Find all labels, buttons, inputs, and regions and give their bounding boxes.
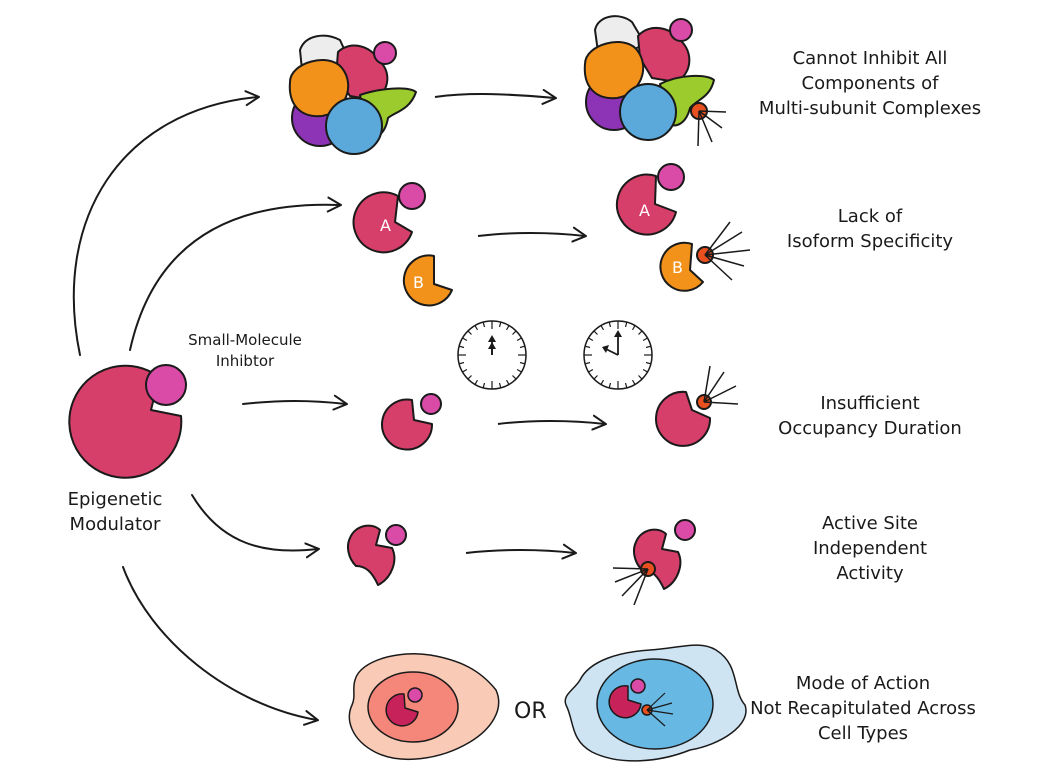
occupancy-after — [655, 365, 739, 447]
clock-tick — [645, 345, 651, 349]
isoform-b-label-after: B — [672, 258, 683, 277]
outcome-text: Mode of Action — [795, 673, 931, 694]
clock-icon — [457, 320, 527, 390]
cell-type-two — [564, 644, 747, 762]
clock-tick — [588, 368, 594, 373]
outcome-label-isoforms: Lack of Isoform Specificity — [740, 204, 1000, 254]
outcome-label-occupancy: Insufficient Occupancy Duration — [740, 391, 1000, 441]
source-label-line2: Modulator — [69, 514, 161, 535]
clock-tick — [519, 361, 525, 365]
arrow-complex — [434, 88, 557, 105]
source-label: Epigenetic Modulator — [45, 487, 185, 537]
clock-tick — [631, 379, 636, 385]
clock-tick — [467, 330, 472, 335]
clock-tick — [474, 325, 479, 331]
clock-tick — [638, 375, 643, 380]
clock-tick — [474, 379, 479, 385]
outcome-text: Activity — [836, 563, 904, 584]
clock-tick — [588, 337, 594, 342]
outcome-label-active-site: Active Site Independent Activity — [740, 511, 1000, 586]
clock-tick — [600, 325, 605, 331]
clock-tick — [624, 322, 628, 328]
or-label: OR — [514, 699, 547, 724]
isoform-b-label: B — [413, 273, 424, 292]
clock-tick — [642, 368, 648, 373]
isoform-before — [352, 182, 453, 307]
occupancy-before — [381, 393, 442, 451]
isoform-after — [615, 163, 751, 292]
clock-tick — [585, 345, 591, 349]
outcome-text: Insufficient — [820, 393, 920, 414]
inhibitor-label-line1: Small-Molecule — [188, 331, 302, 349]
clock-tick — [624, 382, 628, 388]
clock-tick — [498, 382, 502, 388]
outcome-label-cell-types: Mode of Action Not Recapitulated Across … — [733, 671, 993, 746]
active-site-after — [612, 519, 696, 606]
outcome-text: Multi-subunit Complexes — [758, 98, 982, 119]
clock-tick — [593, 330, 598, 335]
source-label-line1: Epigenetic — [67, 489, 163, 510]
clock-tick — [459, 345, 465, 349]
outcome-text: Cell Types — [817, 723, 909, 744]
inhibitor-label: Small-Molecule Inhibtor — [170, 330, 320, 372]
arrow-occupancy — [497, 414, 607, 431]
inhibitor-label-line2: Inhibtor — [215, 352, 275, 370]
complex-before — [288, 34, 417, 155]
clock-tick — [608, 322, 612, 328]
cell-type-one — [348, 653, 500, 761]
clock-tick — [505, 379, 510, 385]
arrow-to-cell-types — [122, 566, 319, 726]
arrow-to-active-site — [191, 494, 320, 559]
outcome-text: Isoform Specificity — [786, 231, 954, 252]
arrow-to-complex — [72, 90, 260, 356]
outcome-text: Not Recapitulated Across — [750, 698, 976, 719]
outcome-text: Occupancy Duration — [778, 418, 962, 439]
outcome-label-complexes: Cannot Inhibit All Components of Multi-s… — [740, 46, 1000, 121]
arrow-active-site — [465, 543, 577, 560]
clock-tick — [645, 361, 651, 365]
clock-tick — [512, 375, 517, 380]
inhibitor-molecule-icon — [145, 364, 187, 406]
clock-tick — [498, 322, 502, 328]
clock-tick — [638, 330, 643, 335]
clock-tick — [482, 322, 486, 328]
epigenetic-modulator — [68, 364, 187, 479]
arrow-isoforms — [477, 226, 587, 243]
outcome-text: Components of — [801, 73, 939, 94]
clock-tick — [642, 337, 648, 342]
clock-tick — [519, 345, 525, 349]
clock-tick — [593, 375, 598, 380]
clock-tick — [585, 361, 591, 365]
clock-tick — [482, 382, 486, 388]
clock-tick — [631, 325, 636, 331]
active-site-before — [347, 524, 407, 586]
outcome-text: Independent — [812, 538, 928, 559]
clock-tick — [467, 375, 472, 380]
clock-tick — [516, 337, 522, 342]
clock-tick — [512, 330, 517, 335]
isoform-a-label: A — [380, 216, 391, 235]
outcome-text: Lack of — [837, 206, 903, 227]
clock-tick — [600, 379, 605, 385]
outcome-text: Active Site — [822, 513, 918, 534]
isoform-a-label-after: A — [639, 201, 650, 220]
complex-after — [583, 15, 727, 147]
clock-tick — [516, 368, 522, 373]
clock-tick — [608, 382, 612, 388]
arrow-to-occupancy — [242, 394, 348, 411]
clock-tick — [505, 325, 510, 331]
clock-icon — [583, 320, 653, 390]
clock-tick — [462, 368, 468, 373]
arrow-to-isoforms — [129, 196, 342, 351]
outcome-text: Cannot Inhibit All — [792, 48, 948, 69]
clock-tick — [462, 337, 468, 342]
branch-arrows — [72, 90, 348, 726]
clock-tick — [459, 361, 465, 365]
